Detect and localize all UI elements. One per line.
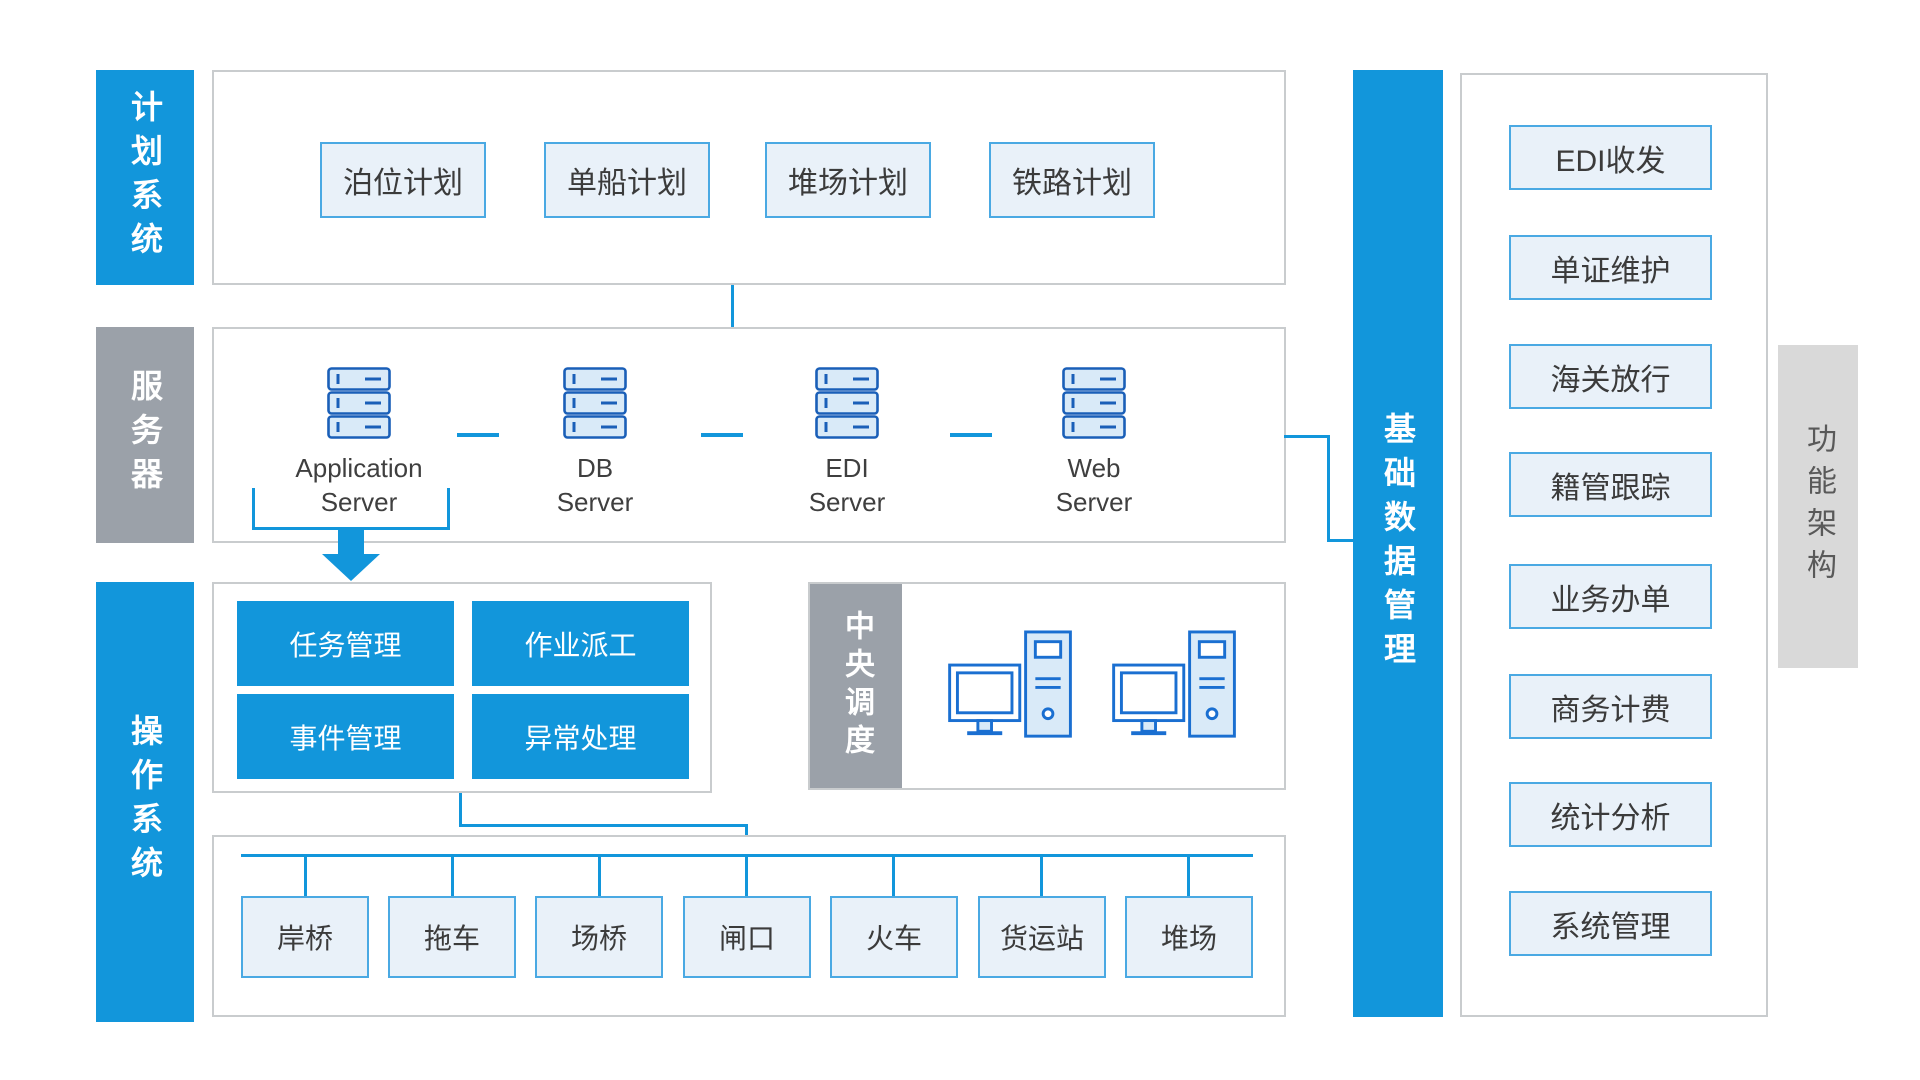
workstation-icons	[902, 584, 1284, 788]
equipment-stub	[1187, 854, 1190, 896]
workstation-icon	[948, 630, 1072, 738]
server-link-dash	[950, 433, 992, 437]
down-arrow-icon	[322, 554, 380, 581]
gate-box: 闸口	[683, 896, 811, 978]
server-container: Application Server DB Server	[212, 327, 1286, 543]
equipment-stub	[745, 854, 748, 896]
yard-plan-box: 堆场计划	[765, 142, 931, 218]
equipment-stub	[304, 854, 307, 896]
server-label-line1: Web	[1067, 453, 1121, 483]
document-maintenance-box: 单证维护	[1509, 235, 1712, 300]
connector-ops-equipment-v1	[459, 793, 462, 827]
server-label-line1: DB	[576, 453, 614, 483]
functions-container: EDI收发 单证维护 海关放行 籍管跟踪 业务办单 商务计费 统计分析 系统管理	[1460, 73, 1768, 1017]
server-label-line2: Server	[320, 486, 398, 517]
server-stack-icon	[563, 367, 627, 439]
customs-release-box: 海关放行	[1509, 344, 1712, 409]
db-server-label: DB Server	[505, 452, 685, 520]
quay-crane-box: 岸桥	[241, 896, 369, 978]
application-server: Application Server	[269, 367, 449, 520]
server-label-line1: EDI	[825, 453, 869, 483]
connector-server-basedata-h1	[1284, 435, 1330, 438]
operations-system-strip: 操作系统	[96, 582, 194, 1022]
server-link-dash	[701, 433, 743, 437]
planning-system-label: 计划系统	[127, 89, 163, 266]
function-architecture-label: 功能架构	[1802, 422, 1835, 591]
edi-server: EDI Server	[757, 367, 937, 520]
event-management-box: 事件管理	[237, 694, 454, 779]
server-stack-icon	[327, 367, 391, 439]
planning-container: 泊位计划 单船计划 堆场计划 铁路计划	[212, 70, 1286, 285]
application-server-bracket	[252, 488, 450, 530]
server-strip-label: 服务器	[127, 369, 163, 501]
business-order-box: 业务办单	[1509, 564, 1712, 629]
freight-station-box: 货运站	[978, 896, 1106, 978]
registry-tracking-box: 籍管跟踪	[1509, 452, 1712, 517]
connector-planning-servers	[731, 285, 734, 327]
statistics-analysis-box: 统计分析	[1509, 782, 1712, 847]
web-server: Web Server	[1004, 367, 1184, 520]
connector-server-basedata-v	[1327, 435, 1330, 542]
edi-server-label: EDI Server	[757, 452, 937, 520]
central-dispatch-label: 中央调度	[840, 610, 873, 762]
workstation-icon	[1112, 630, 1236, 738]
web-server-label: Web Server	[1004, 452, 1184, 520]
system-management-box: 系统管理	[1509, 891, 1712, 956]
function-architecture-tag: 功能架构	[1778, 345, 1858, 668]
train-box: 火车	[830, 896, 958, 978]
commercial-billing-box: 商务计费	[1509, 674, 1712, 739]
connector-server-basedata-h2	[1327, 539, 1353, 542]
server-stack-icon	[1062, 367, 1126, 439]
exception-handling-box: 异常处理	[472, 694, 689, 779]
application-server-label: Application Server	[269, 452, 449, 520]
equipment-stub	[598, 854, 601, 896]
server-link-dash	[457, 433, 499, 437]
berth-plan-box: 泊位计划	[320, 142, 486, 218]
equipment-stub	[892, 854, 895, 896]
db-server: DB Server	[505, 367, 685, 520]
edi-exchange-box: EDI收发	[1509, 125, 1712, 190]
server-label-line2: Server	[1055, 486, 1133, 517]
job-dispatch-box: 作业派工	[472, 601, 689, 686]
equipment-stub	[1040, 854, 1043, 896]
equipment-stub	[451, 854, 454, 896]
yard-crane-box: 场桥	[535, 896, 663, 978]
server-stack-icon	[815, 367, 879, 439]
rail-plan-box: 铁路计划	[989, 142, 1155, 218]
operations-container: 任务管理 作业派工 事件管理 异常处理	[212, 582, 712, 793]
central-dispatch-container: 中央调度	[808, 582, 1286, 790]
server-strip: 服务器	[96, 327, 194, 543]
server-label-line2: Server	[556, 486, 634, 517]
connector-ops-equipment-h	[459, 824, 748, 827]
planning-system-strip: 计划系统	[96, 70, 194, 285]
base-data-bar: 基础数据管理	[1353, 70, 1443, 1017]
task-management-box: 任务管理	[237, 601, 454, 686]
down-arrow-shaft	[338, 528, 364, 555]
central-dispatch-strip: 中央调度	[810, 584, 902, 788]
server-label-line2: Server	[808, 486, 886, 517]
vessel-plan-box: 单船计划	[544, 142, 710, 218]
server-label-line1: Application	[295, 453, 423, 483]
yard-box: 堆场	[1125, 896, 1253, 978]
operations-system-label: 操作系统	[127, 714, 163, 890]
base-data-label: 基础数据管理	[1380, 411, 1416, 676]
truck-box: 拖车	[388, 896, 516, 978]
equipment-container: 岸桥 拖车 场桥 闸口 火车 货运站 堆场	[212, 835, 1286, 1017]
